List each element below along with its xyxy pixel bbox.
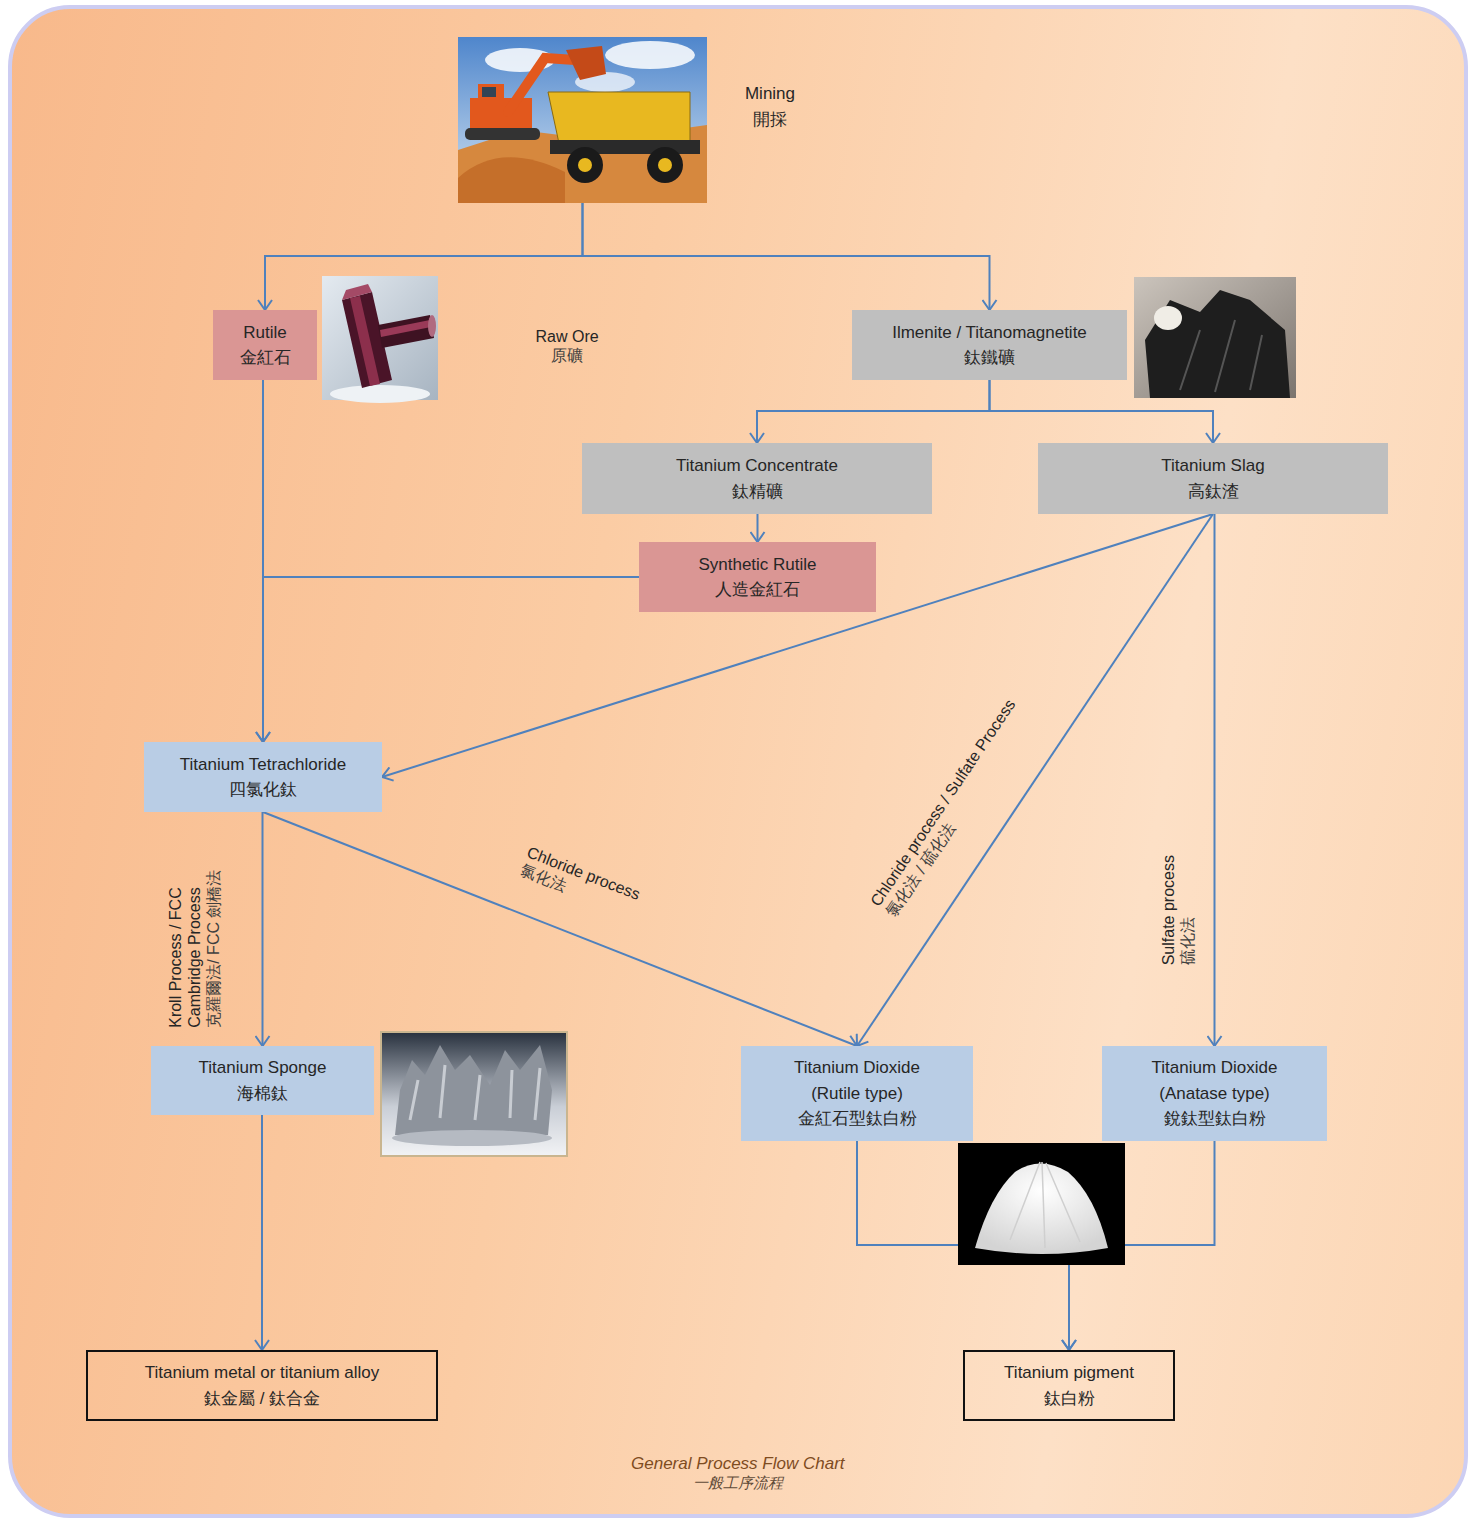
excavator-window (482, 87, 496, 97)
flow-arrow (757, 380, 990, 443)
mining-node: Mining開採 (458, 37, 707, 203)
note-label: Raw Ore (536, 327, 599, 346)
ilmenite-photo (1134, 277, 1296, 398)
node-title: Synthetic Rutile (698, 552, 816, 578)
sponge-base (392, 1130, 552, 1146)
rutile-photo (322, 276, 438, 403)
node-title-zh: 鈦白粉 (1044, 1386, 1095, 1412)
wheel-hub (578, 158, 592, 172)
node-title-zh: 四氯化鈦 (229, 777, 297, 803)
node-title: Titanium Dioxide (Rutile type) (772, 1055, 942, 1106)
process-box: Titanium pigment鈦白粉 (963, 1350, 1175, 1421)
node-title: Titanium Dioxide (Anatase type) (1130, 1055, 1300, 1106)
process-box: Ilmenite / Titanomagnetite鈦鐵礦 (852, 310, 1127, 380)
process-box: Titanium Sponge海棉鈦 (151, 1046, 374, 1115)
photo-ground (958, 1143, 1125, 1265)
process-box: Synthetic Rutile人造金紅石 (639, 542, 876, 612)
node-title-zh: 高鈦渣 (1188, 479, 1239, 505)
process-box: Titanium Dioxide (Rutile type)金紅石型鈦白粉 (741, 1046, 973, 1141)
note-label-zh: 硫化法 (1178, 855, 1197, 965)
node-title-zh: 銳鈦型鈦白粉 (1164, 1106, 1266, 1132)
truck-chassis (550, 140, 700, 154)
mining-photo (458, 37, 707, 203)
crystal-face (380, 320, 431, 337)
edge-label: Kroll Process / FCC Cambridge Process (166, 828, 204, 1028)
excavator-track (465, 128, 540, 140)
caption-group: General Process Flow Chart一般工序流程 (631, 1454, 845, 1492)
node-title-zh: 金紅石型鈦白粉 (798, 1106, 917, 1132)
crystal (378, 315, 434, 348)
excavator-bucket (566, 46, 606, 80)
process-box: Titanium Dioxide (Anatase type)銳鈦型鈦白粉 (1102, 1046, 1327, 1141)
sponge-photo (381, 1032, 567, 1156)
flow-arrow (262, 812, 264, 1046)
node-title-zh: 金紅石 (240, 345, 291, 371)
ore-texture (1180, 320, 1262, 392)
node-title: Rutile (243, 320, 286, 346)
raw-ore-label: Raw Ore原礦 (536, 327, 599, 365)
process-box: Rutile金紅石 (213, 310, 317, 380)
note-label-zh: 克羅爾法/ FCC 劍橋法 (205, 828, 224, 1028)
crystal-face (350, 296, 380, 386)
quartz-blob (1154, 306, 1182, 330)
crystal-base (330, 385, 430, 403)
truck-wheel (567, 147, 603, 183)
flow-arrow (857, 514, 1213, 1046)
flow-arrow (757, 514, 759, 542)
node-title: Titanium Slag (1161, 453, 1264, 479)
node-title-zh: 海棉鈦 (237, 1081, 288, 1107)
node-title: Titanium Tetrachloride (180, 752, 346, 778)
truck-bed (548, 92, 690, 148)
node-title: Ilmenite / Titanomagnetite (892, 320, 1087, 346)
node-title-zh: 人造金紅石 (715, 577, 800, 603)
flow-arrow (382, 514, 1213, 777)
flow-arrow (263, 577, 639, 742)
process-box: Titanium Tetrachloride四氯化鈦 (144, 742, 382, 812)
note-label-zh: 原礦 (536, 346, 599, 365)
process-box: Titanium Concentrate鈦精礦 (582, 443, 932, 514)
powder-texture (1010, 1162, 1080, 1248)
node-title: Titanium pigment (1004, 1360, 1134, 1386)
crystal-cap (342, 284, 372, 300)
photo-ground (1134, 277, 1296, 398)
flow-arrow (1214, 514, 1216, 1046)
node-title-zh: 鈦鐵礦 (964, 345, 1015, 371)
node-title-zh: 鈦精礦 (732, 479, 783, 505)
node-title: Titanium Sponge (199, 1055, 327, 1081)
process-box: Titanium Slag高鈦渣 (1038, 443, 1388, 514)
edge-label: Sulfate process (1159, 855, 1178, 965)
powder-mound (975, 1164, 1108, 1255)
dirt-pile (458, 157, 565, 203)
photo-ground (322, 276, 438, 400)
caption: General Process Flow Chart (631, 1454, 845, 1474)
node-title: Mining (745, 81, 795, 107)
node-title-zh: 開採 (753, 107, 787, 133)
edge-label-group: Kroll Process / FCC Cambridge Process克羅爾… (166, 828, 224, 1028)
sky (458, 37, 707, 203)
sponge-texture (410, 1065, 540, 1120)
note-label-zh: 一般工序流程 (631, 1474, 845, 1492)
wheel-hub (658, 158, 672, 172)
flow-arrow (263, 812, 857, 1046)
process-box: Titanium metal or titanium alloy鈦金屬 / 鈦合… (86, 1350, 438, 1421)
photo-ground (381, 1032, 567, 1156)
excavator-cab (478, 84, 504, 102)
truck-wheel (647, 147, 683, 183)
excavator-body (470, 98, 532, 128)
node-label: Mining開採 (730, 81, 810, 132)
ore-lump (1145, 290, 1290, 398)
crystal-end (428, 315, 436, 337)
flow-arrow (583, 203, 990, 310)
flow-arrow (261, 1115, 263, 1350)
node-title: Titanium metal or titanium alloy (145, 1360, 380, 1386)
powder-photo (958, 1143, 1125, 1265)
cloud (605, 41, 695, 69)
node-title-zh: 鈦金屬 / 鈦合金 (204, 1386, 320, 1412)
edge-label-group: Sulfate process硫化法 (1159, 855, 1197, 965)
sponge-mass (395, 1045, 552, 1135)
node-title: Titanium Concentrate (676, 453, 838, 479)
